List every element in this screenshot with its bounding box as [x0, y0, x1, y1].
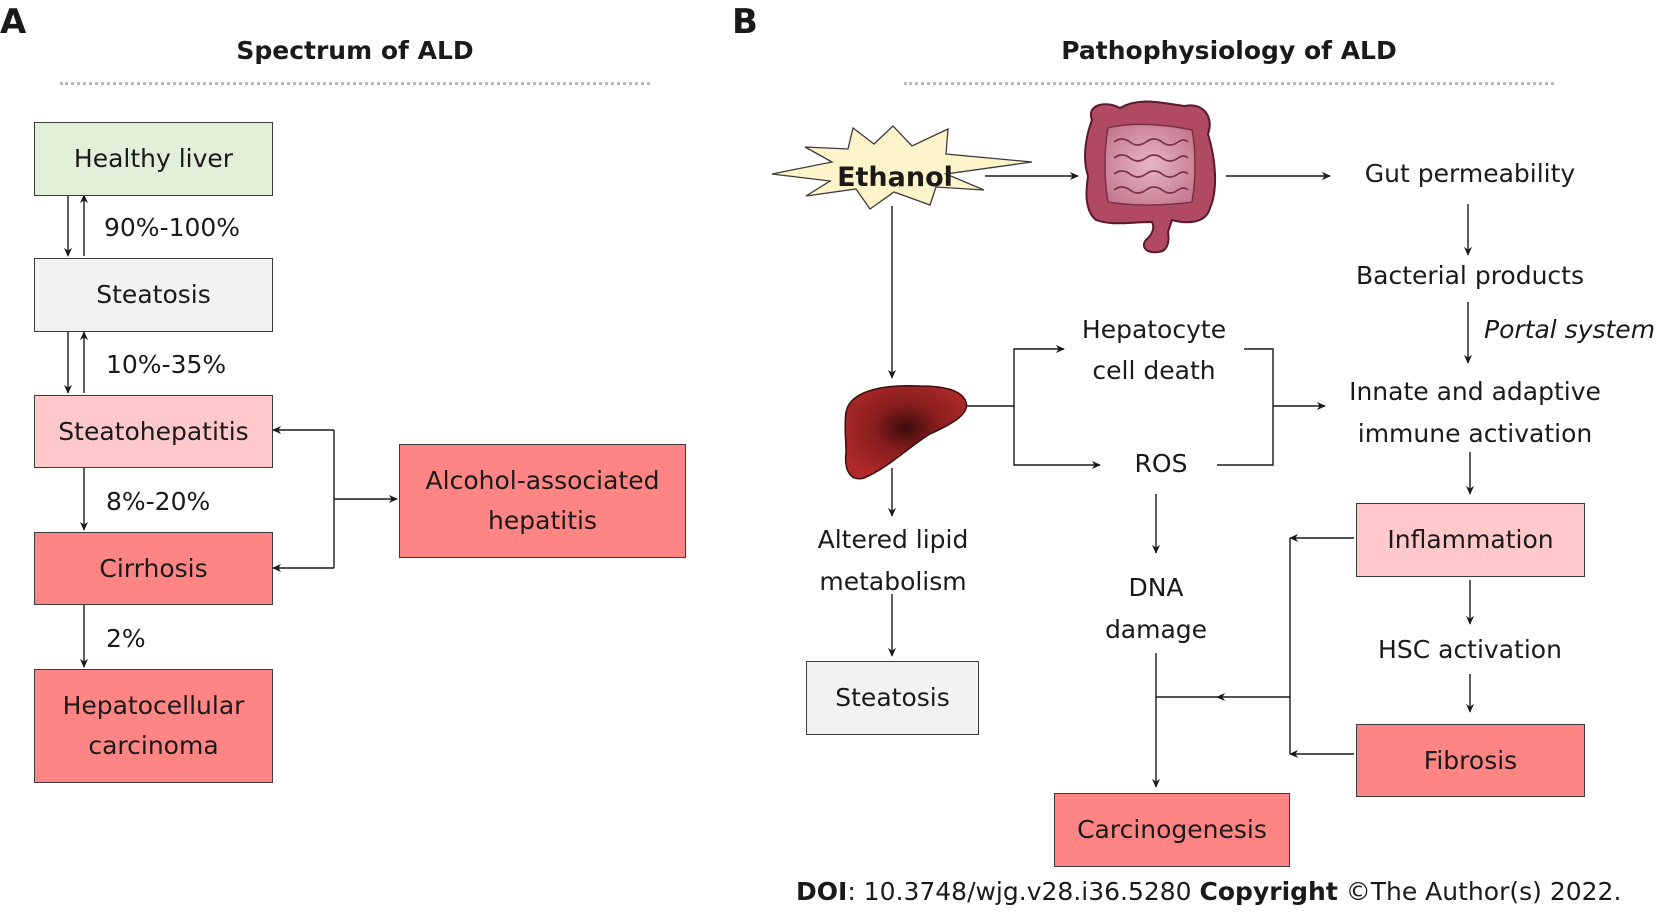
doi-label: DOI [796, 877, 848, 906]
box-steatohepatitis: Steatohepatitis [34, 395, 273, 468]
pct-sh-to-cirrhosis: 8%-20% [106, 487, 211, 516]
box-inflammation: Inflammation [1356, 503, 1585, 577]
panel-a-letter: A [0, 2, 27, 42]
box-healthy-liver-label: Healthy liver [73, 144, 234, 173]
hepatocyte-death-line-1: Hepatocyte [1081, 315, 1227, 344]
pct-cirrhosis-to-hcc: 2% [106, 624, 146, 653]
box-cirrhosis-label: Cirrhosis [99, 553, 208, 583]
box-steatosis-b-label: Steatosis [835, 683, 950, 712]
pct-healthy-to-steatosis: 90%-100% [104, 213, 241, 242]
dna-damage-line-1: DNA [1128, 573, 1184, 602]
arrow-liver-to-ros [1013, 406, 1101, 470]
box-inflammation-label: Inflammation [1387, 525, 1554, 554]
box-aah-line-1: Alcohol-associated [425, 466, 660, 495]
box-steatohepatitis-label: Steatohepatitis [58, 416, 249, 446]
hepatocyte-death-line-2: cell death [1092, 356, 1216, 385]
box-fibrosis-label: Fibrosis [1423, 745, 1518, 775]
immune-activation-line-2: immune activation [1357, 419, 1593, 448]
bacterial-products-label: Bacterial products [1355, 261, 1584, 290]
box-cirrhosis: Cirrhosis [34, 532, 273, 605]
pct-steatosis-to-sh: 10%-35% [106, 350, 227, 379]
box-healthy-liver: Healthy liver [34, 122, 273, 196]
intestine-icon [1084, 100, 1217, 254]
box-steatosis-a: Steatosis [34, 258, 273, 332]
panel-b-title: Pathophysiology of ALD [1061, 36, 1397, 65]
hsc-activation-label: HSC activation [1378, 635, 1562, 664]
hepato-ros-bracket [1217, 348, 1274, 466]
arrow-liver-to-hepatocyte [1013, 344, 1065, 406]
panel-b-title-divider [904, 82, 1554, 85]
box-steatosis-b: Steatosis [806, 661, 979, 735]
panel-a-title-divider [60, 82, 650, 85]
panel-b-letter: B [732, 2, 758, 42]
altered-lipid-line-2: metabolism [819, 567, 967, 596]
box-carcinogenesis: Carcinogenesis [1054, 793, 1290, 867]
copyright-value: ©The Author(s) 2022. [1337, 877, 1622, 906]
copyright-label: Copyright [1199, 877, 1338, 906]
dna-damage-line-2: damage [1104, 615, 1208, 644]
ethanol-label: Ethanol [837, 162, 953, 193]
box-fibrosis: Fibrosis [1356, 724, 1585, 797]
immune-activation-line-1: Innate and adaptive [1349, 377, 1601, 406]
liver-icon [844, 384, 968, 480]
doi-footer: DOI: 10.3748/wjg.v28.i36.5280 Copyright … [796, 877, 1621, 906]
ethanol-starburst-icon [771, 125, 1033, 210]
altered-lipid-line-1: Altered lipid [817, 525, 969, 554]
box-aah-line-2: hepatitis [488, 506, 597, 535]
panel-a-title: Spectrum of ALD [236, 36, 474, 65]
box-hcc-line-1: Hepatocellular [62, 691, 245, 720]
portal-system-label: Portal system [1484, 315, 1656, 344]
doi-value: : 10.3748/wjg.v28.i36.5280 [847, 877, 1200, 906]
box-carcinogenesis-label: Carcinogenesis [1077, 815, 1267, 844]
ros-label: ROS [1134, 449, 1188, 478]
box-steatosis-a-label: Steatosis [96, 280, 211, 309]
gut-permeability-label: Gut permeability [1364, 159, 1576, 188]
box-alcohol-associated-hepatitis: Alcohol-associated hepatitis [399, 444, 686, 558]
box-hcc-line-2: carcinoma [88, 731, 219, 760]
box-hepatocellular-carcinoma: Hepatocellular carcinoma [34, 669, 273, 783]
